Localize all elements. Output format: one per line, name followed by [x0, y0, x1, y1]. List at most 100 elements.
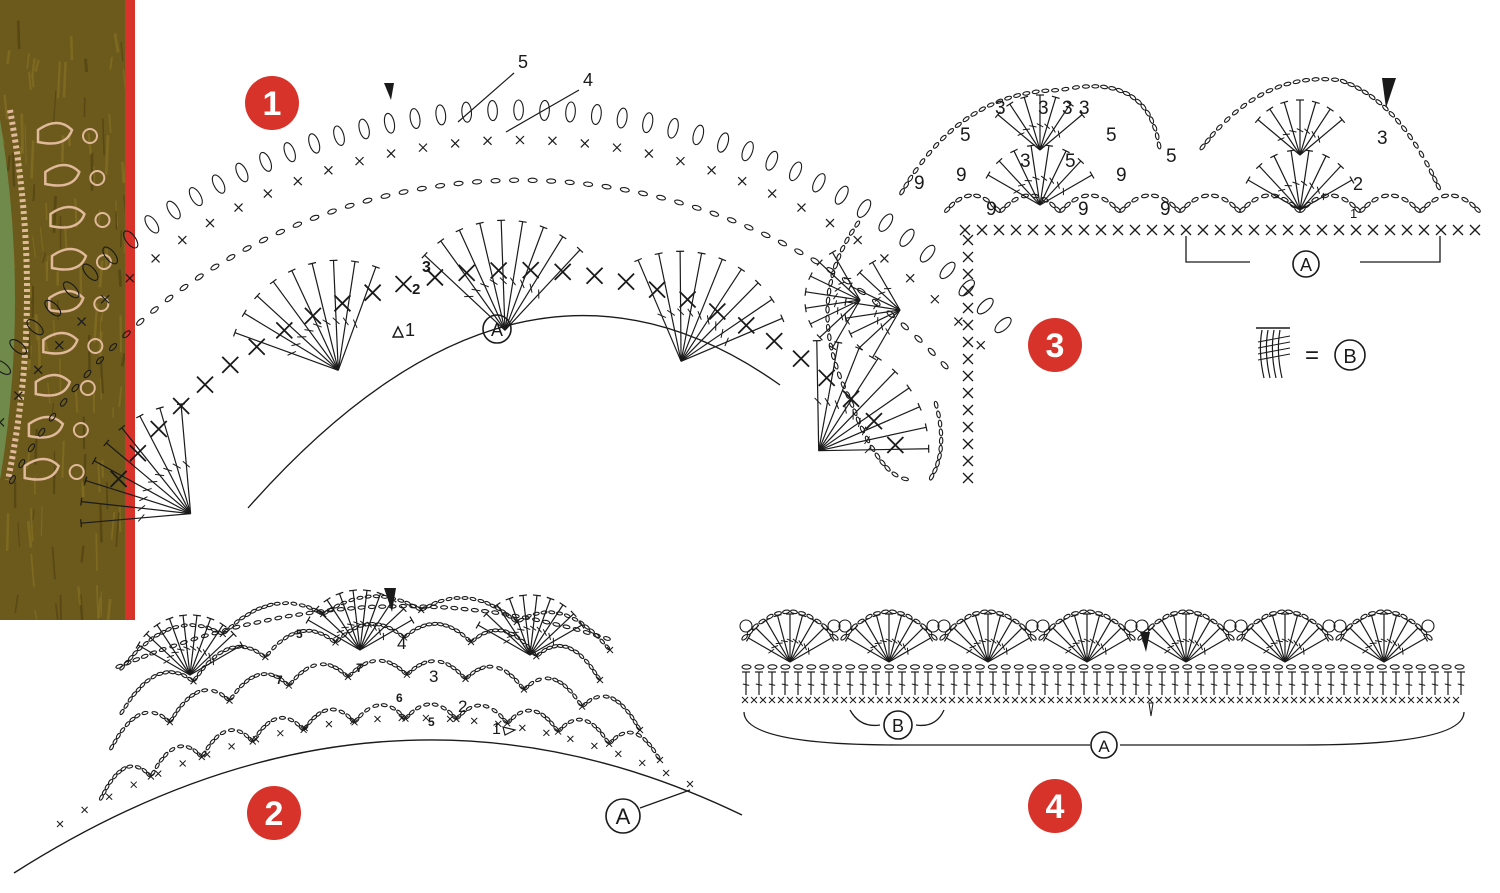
- double-crochet-bar: [1250, 684, 1256, 685]
- double-crochet-bar: [476, 622, 480, 629]
- chain-stitch-mark: [563, 624, 571, 629]
- diagram-3-row-number: 9: [986, 199, 997, 220]
- double-crochet-bar: [743, 684, 749, 685]
- chain-stitch-mark: [1401, 197, 1409, 203]
- double-crochet-bar: [342, 627, 349, 628]
- chain-stitch-mark: [1391, 194, 1398, 199]
- double-crochet-bar: [560, 603, 567, 607]
- chain-stitch-mark: [514, 678, 520, 684]
- chain-stitch-mark: [237, 729, 244, 734]
- chain-stitch-mark: [913, 618, 921, 624]
- chain-stitch-mark: [164, 199, 183, 221]
- single-crochet-mark: [106, 794, 112, 800]
- single-crochet-mark: [1084, 697, 1090, 703]
- single-crochet-mark: [768, 190, 776, 198]
- chain-stitch-mark: [583, 182, 592, 187]
- single-crochet-mark: [197, 377, 213, 393]
- double-crochet-bar: [1146, 684, 1152, 685]
- chain-stitch-mark: [264, 618, 272, 623]
- chain-stitch-mark: [461, 607, 468, 611]
- double-crochet-bar: [907, 648, 908, 655]
- chain-stitch-mark: [584, 659, 590, 665]
- single-crochet-mark: [548, 137, 556, 145]
- double-crochet-bar: [925, 684, 931, 685]
- chain-stitch-mark: [975, 665, 984, 669]
- chain-stitch-mark: [586, 698, 592, 704]
- chain-stitch-mark: [239, 615, 246, 621]
- single-crochet-mark: [859, 697, 865, 703]
- single-crochet-mark: [1057, 697, 1063, 703]
- diagram-1-base-line: [248, 316, 780, 508]
- single-crochet-mark: [1228, 697, 1234, 703]
- chain-stitch-mark: [1248, 665, 1257, 669]
- diagram-3-row-number: 3: [995, 98, 1006, 119]
- single-crochet-mark: [1120, 697, 1126, 703]
- double-crochet-bar: [805, 288, 806, 296]
- single-crochet-mark: [841, 697, 847, 703]
- chain-stitch-mark: [1184, 201, 1191, 208]
- chain-stitch-mark: [432, 703, 438, 707]
- chain-stitch-mark: [1170, 665, 1179, 669]
- chain-stitch-mark: [383, 112, 396, 134]
- single-crochet-mark: [1318, 697, 1324, 703]
- chain-stitch-mark: [1251, 197, 1259, 203]
- double-crochet-bar: [1055, 684, 1061, 685]
- double-crochet-bar: [875, 643, 882, 644]
- single-crochet-mark: [1192, 697, 1198, 703]
- chain-stitch-mark: [761, 231, 771, 239]
- chain-stitch-mark: [525, 709, 531, 712]
- diagram-2-leader-line: [640, 790, 690, 808]
- single-crochet-mark: [277, 730, 283, 736]
- single-crochet-mark: [1334, 225, 1344, 235]
- diagram-1: 1 A 3 2 1 5 4: [0, 52, 1014, 527]
- single-crochet-mark: [1011, 225, 1021, 235]
- chain-stitch-mark: [603, 636, 611, 641]
- double-crochet-bar: [870, 645, 877, 647]
- chain-stitch-mark: [310, 214, 320, 221]
- chain-stitch-mark: [691, 124, 706, 146]
- chain-stitch-mark: [179, 283, 189, 292]
- chain-stitch-mark: [275, 616, 283, 621]
- single-crochet-mark: [751, 697, 757, 703]
- diagram-3-row-number: 9: [914, 173, 925, 194]
- chain-stitch-mark: [561, 722, 567, 728]
- chain-stitch-mark: [1248, 97, 1256, 103]
- chain-stitch-mark: [1027, 665, 1036, 669]
- chain-stitch-mark: [1004, 613, 1012, 619]
- chain-stitch-mark: [1301, 613, 1309, 619]
- chain-stitch-mark: [259, 236, 269, 244]
- double-crochet-bar: [1006, 102, 1013, 106]
- chain-stitch-mark: [567, 688, 573, 694]
- chain-stitch-mark: [142, 641, 148, 647]
- double-crochet-bar: [808, 648, 809, 655]
- single-crochet-mark: [687, 781, 693, 787]
- double-crochet-bar: [1315, 684, 1321, 685]
- single-crochet-mark: [645, 150, 653, 158]
- chain-stitch-mark: [1418, 150, 1424, 158]
- double-crochet-bar: [655, 253, 663, 255]
- double-crochet-bar: [291, 344, 300, 346]
- chain-stitch-mark: [572, 693, 578, 700]
- chain-stitch-mark: [190, 623, 196, 627]
- single-crochet-mark: [1066, 697, 1072, 703]
- chain-stitch-mark: [876, 212, 895, 234]
- diagram-2-row-number: 5: [428, 715, 435, 729]
- cluster-stitch-bar: [1258, 354, 1290, 360]
- single-crochet-mark: [963, 252, 973, 262]
- chain-stitch-mark: [181, 673, 188, 679]
- chain-stitch-mark: [510, 714, 516, 720]
- single-crochet-mark: [1402, 225, 1412, 235]
- chain-stitch-mark: [245, 612, 252, 618]
- chain-stitch-mark: [177, 745, 183, 749]
- chain-stitch-mark: [1004, 201, 1011, 208]
- double-crochet-bar: [1380, 684, 1386, 685]
- chain-stitch-mark: [1390, 665, 1399, 669]
- single-crochet-mark: [1113, 225, 1123, 235]
- chain-stitch-mark: [1209, 665, 1218, 669]
- double-crochet-bar: [1289, 684, 1295, 685]
- chain-stitch-mark: [1424, 201, 1431, 208]
- chain-stitch-mark: [956, 277, 977, 298]
- chain-stitch-mark: [616, 107, 629, 128]
- double-crochet-mark: [680, 251, 681, 361]
